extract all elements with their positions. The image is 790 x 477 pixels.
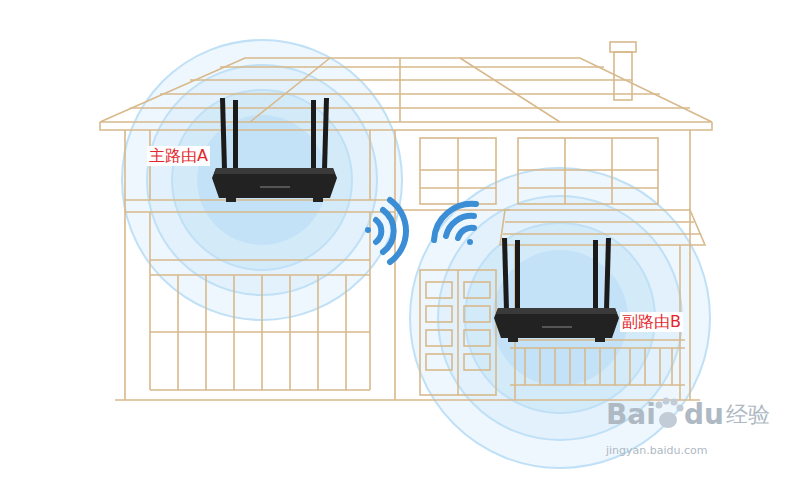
- signal-rings: [410, 168, 710, 468]
- router-label: 副路由B: [620, 312, 683, 332]
- router-icon: [212, 98, 337, 203]
- watermark-url: jingyan.baidu.com: [606, 444, 708, 457]
- wifi-symbol: [365, 200, 406, 262]
- watermark-text: Bai: [606, 398, 656, 432]
- router-node: 主路由A: [212, 98, 337, 203]
- watermark-text: du: [684, 398, 724, 432]
- house-lines: [100, 42, 712, 400]
- router-label: 主路由A: [147, 146, 210, 166]
- paw-icon: [656, 398, 684, 429]
- router-icon: [494, 238, 619, 343]
- wifi-symbol: [434, 204, 476, 245]
- router-node: 副路由B: [494, 238, 619, 343]
- watermark-text: 经验: [726, 402, 770, 428]
